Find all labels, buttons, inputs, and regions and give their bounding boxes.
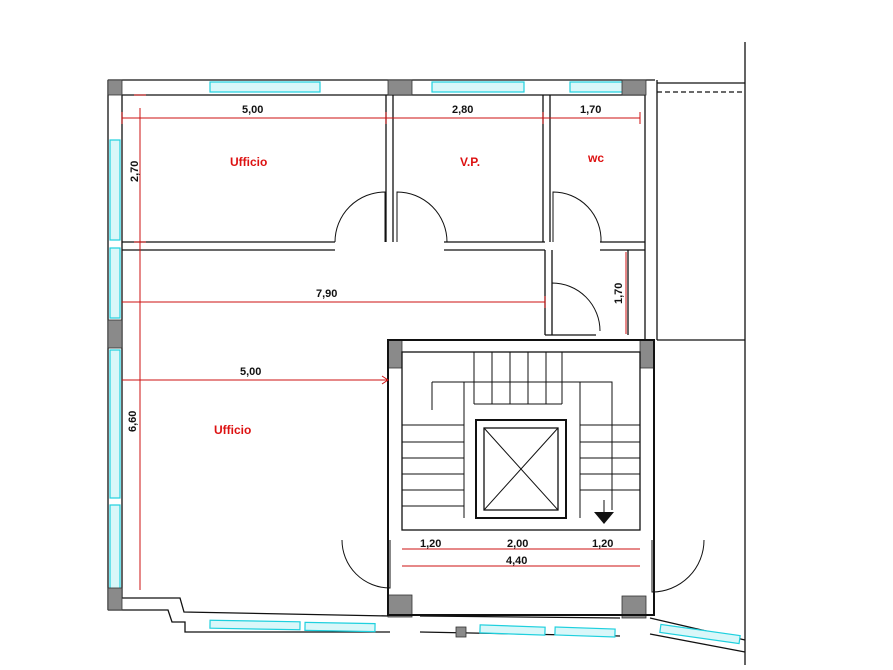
dim-4-40: 4,40 [506,555,527,567]
stair-arrow-icon [594,512,614,524]
dim-1-20-left: 1,20 [420,538,441,550]
room-label-wc: wc [587,151,604,165]
interior-walls [122,95,655,616]
door-office-top [334,191,386,243]
dimension-lines [121,94,641,590]
door-stair-right [651,539,705,593]
dim-5-00-top: 5,00 [242,104,263,116]
pillars [107,79,655,638]
dim-5-00-mid: 5,00 [240,366,261,378]
dim-7-90: 7,90 [316,288,337,300]
dim-2-00: 2,00 [507,538,528,550]
dim-6-60: 6,60 [127,411,139,432]
door-wc [552,191,602,243]
door-vp [396,191,448,243]
door-stair-left [341,539,391,589]
dimension-labels: 5,00 2,80 1,70 2,70 7,90 1,70 5,00 6,60 … [127,104,625,567]
windows [109,81,741,645]
door-wc-inner [551,282,601,332]
room-labels: Ufficio V.P. wc Ufficio [214,151,604,437]
outer-walls [107,42,746,665]
doors [334,191,705,593]
room-label-vp: V.P. [460,155,480,169]
dim-2-70: 2,70 [129,161,141,182]
staircase [402,352,640,531]
room-label-office-top: Ufficio [230,155,267,169]
dim-2-80: 2,80 [452,104,473,116]
dim-1-20-right: 1,20 [592,538,613,550]
dim-1-70-v: 1,70 [613,283,625,304]
dim-1-70-h: 1,70 [580,104,601,116]
room-label-office-main: Ufficio [214,423,251,437]
